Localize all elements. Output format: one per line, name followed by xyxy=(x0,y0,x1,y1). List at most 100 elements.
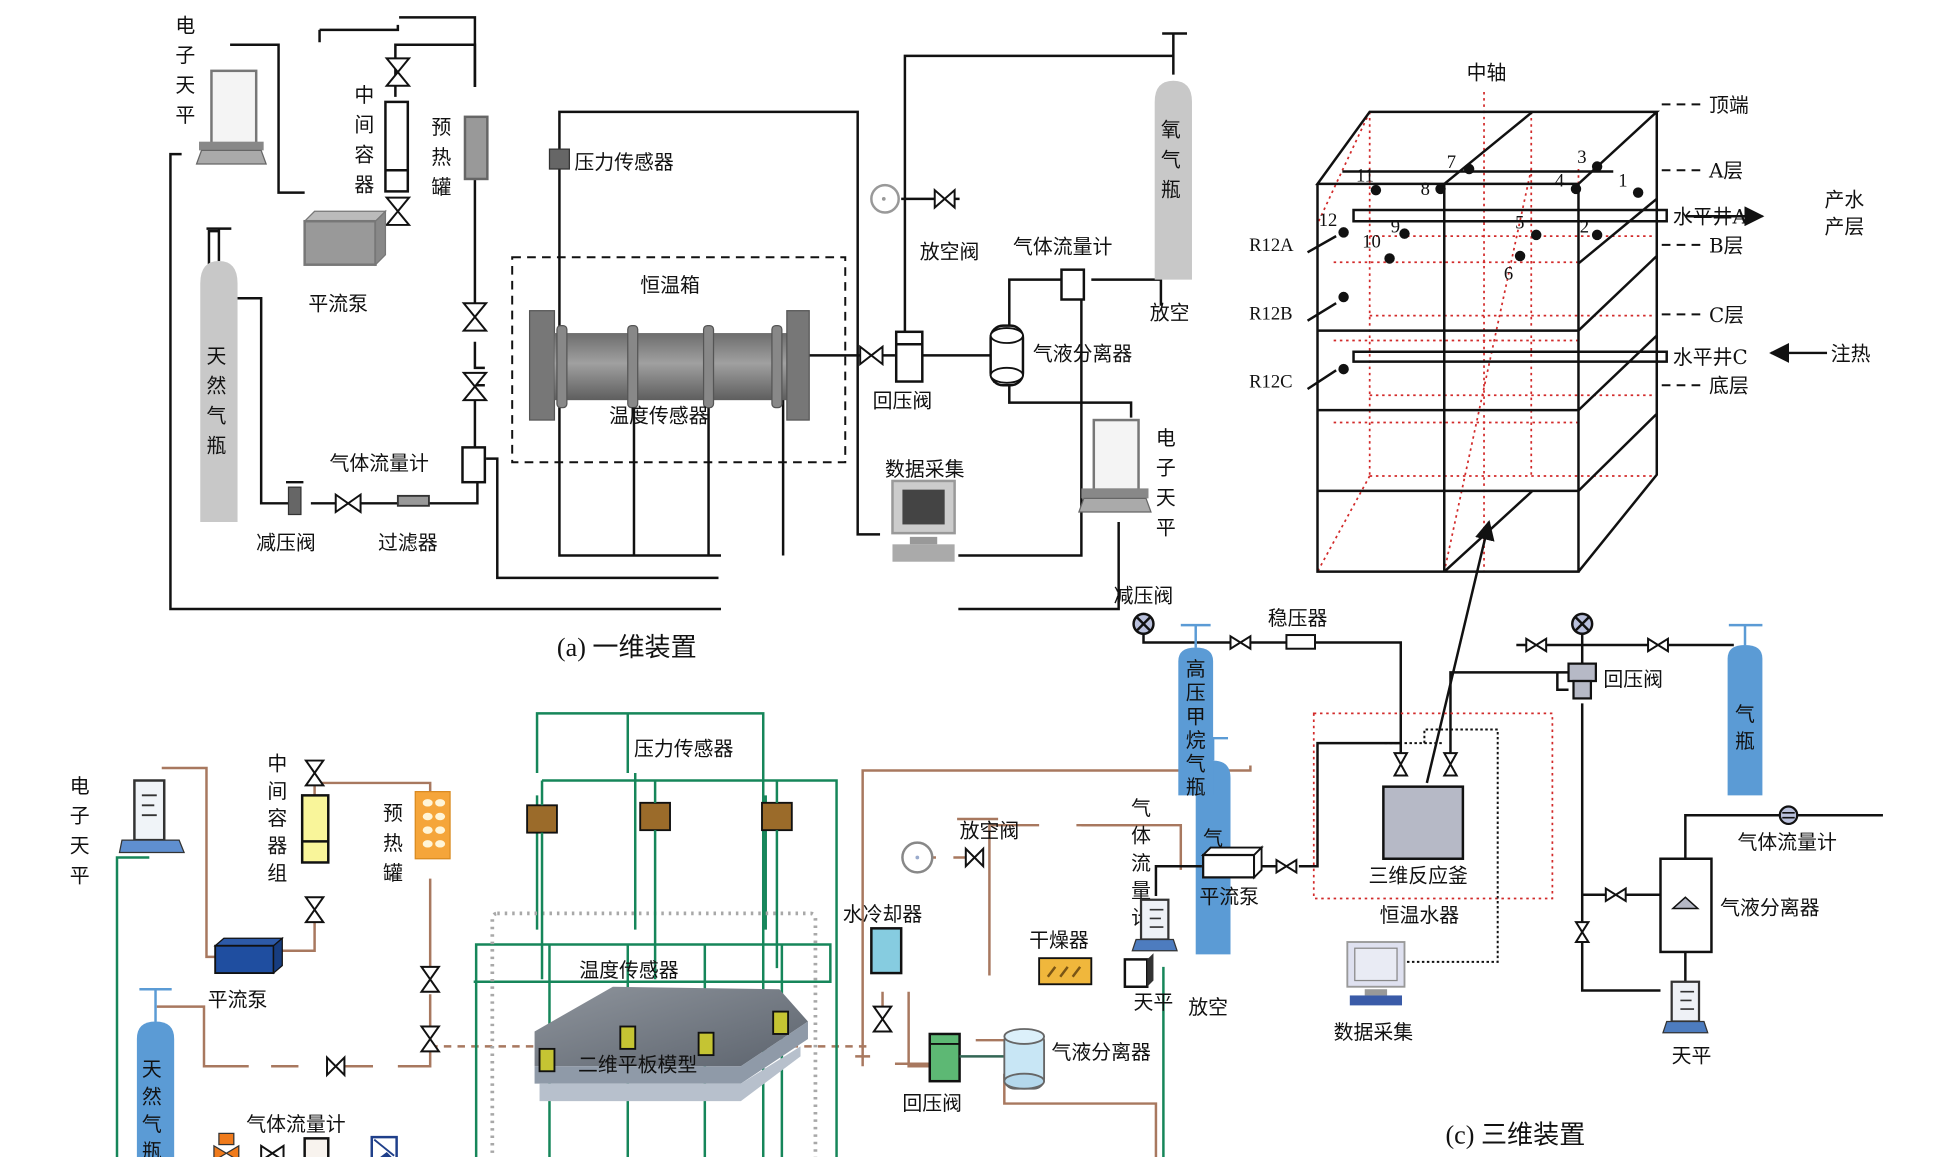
back-pressure-valve-icon xyxy=(1567,662,1597,700)
cube-model xyxy=(1306,91,1828,573)
measurement-point xyxy=(1435,183,1446,195)
gas-flowmeter-icon xyxy=(461,446,487,484)
caption-c: (c) 三维装置 xyxy=(1446,1120,1586,1149)
core-holder-icon xyxy=(528,310,810,421)
label-level-bottom: 底层 xyxy=(1709,375,1749,398)
label-water-cooler: 水冷却器 xyxy=(843,903,923,926)
balance-icon xyxy=(1662,980,1709,1034)
temperature-sensor-icon xyxy=(772,1010,790,1035)
gauge-icon xyxy=(901,841,934,874)
water-bath-boundary xyxy=(1312,712,1554,900)
panel-b-labels: 电子天平 中间容器组 预热罐 平流泵 压力传感器 温度传感器 二维平板模型 电容… xyxy=(70,738,1228,1157)
measurement-point xyxy=(1338,291,1349,303)
label-plate-model: 二维平板模型 xyxy=(578,1053,697,1076)
measurement-point xyxy=(1591,161,1603,172)
label-level-c: C层 xyxy=(1709,304,1744,327)
pump-icon xyxy=(303,209,387,267)
label-pressure-sensor: 压力传感器 xyxy=(574,151,674,174)
label-level-a: A层 xyxy=(1708,160,1743,183)
label-separator: 气液分离器 xyxy=(1033,342,1133,365)
gauge-icon xyxy=(1571,612,1594,636)
label-production: 产水产层 xyxy=(1825,188,1865,238)
balance-icon xyxy=(118,779,186,854)
label-balance-right: 天平 xyxy=(1672,1045,1712,1068)
measurement-point xyxy=(1463,163,1475,175)
gauge-icon xyxy=(870,183,900,214)
label-pressure-sensor: 压力传感器 xyxy=(634,738,734,761)
measurement-point xyxy=(1384,253,1395,264)
computer-icon xyxy=(891,479,956,562)
dryer-icon xyxy=(1038,957,1093,986)
measurement-points xyxy=(1338,161,1644,375)
label-reactor: 三维反应釜 xyxy=(1368,864,1468,887)
label-separator: 气液分离器 xyxy=(1720,897,1820,920)
preheat-tank-icon xyxy=(463,115,489,181)
pressure-sensor-icon xyxy=(639,801,671,832)
point-label: 1 xyxy=(1618,170,1627,191)
label-gas-flowmeter-in: 气体流量计 xyxy=(330,452,430,475)
point-label: 8 xyxy=(1421,179,1430,200)
label-r12a: R12A xyxy=(1249,235,1294,256)
zoom-arrow xyxy=(1425,520,1495,784)
balance-icon xyxy=(1131,898,1178,952)
balance-icon xyxy=(195,69,268,165)
measurement-point xyxy=(1399,228,1410,239)
horizontal-well-c xyxy=(1352,350,1668,363)
label-filter: 过滤器 xyxy=(378,531,438,554)
label-temperature-sensor: 温度传感器 xyxy=(609,405,709,428)
label-level-top: 顶端 xyxy=(1709,94,1749,117)
label-reducing-valve: 减压阀 xyxy=(256,531,316,554)
valve-icon xyxy=(303,759,985,1078)
label-oven: 恒温箱 xyxy=(640,274,700,297)
temperature-sensor-icon xyxy=(538,1047,556,1073)
label-balance-left: 天平 xyxy=(1134,991,1174,1014)
label-separator: 气液分离器 xyxy=(1052,1041,1152,1064)
reducing-valve-icon xyxy=(287,486,302,516)
label-preheat-tank: 预热罐 xyxy=(383,802,403,885)
gas-flowmeter-icon xyxy=(1060,268,1086,301)
label-injection: 注热 xyxy=(1831,342,1871,365)
reducing-valve-icon xyxy=(213,1132,240,1157)
measurement-point xyxy=(1591,229,1603,241)
balance-icon xyxy=(1078,418,1152,513)
measurement-point-labels: 1 2 3 4 5 6 7 8 9 10 11 12 xyxy=(1319,147,1628,285)
label-bottle: 气瓶 xyxy=(1735,703,1755,753)
label-r12c: R12C xyxy=(1249,372,1292,393)
computer-icon xyxy=(1346,941,1406,1006)
label-dryer: 干燥器 xyxy=(1029,929,1089,952)
point-label: 4 xyxy=(1555,170,1565,191)
valve-icon xyxy=(260,1143,285,1157)
point-label: 12 xyxy=(1319,210,1338,231)
label-data-acquisition: 数据采集 xyxy=(1334,1021,1414,1044)
panel-a-one-dimensional: 电子天平 中间容器 预热罐 平流泵 压力传感器 恒温箱 温度传感器 天然气瓶 气… xyxy=(169,14,1192,662)
measurement-point xyxy=(1570,183,1582,195)
label-back-pressure-valve: 回压阀 xyxy=(902,1092,962,1115)
preheat-tank-icon xyxy=(414,791,451,860)
label-r12b: R12B xyxy=(1249,303,1292,324)
label-vent: 放空 xyxy=(1150,301,1190,324)
temperature-sensor-icon xyxy=(619,1025,637,1050)
pressure-sensor-icon xyxy=(526,804,558,834)
valve-icon xyxy=(1229,634,1669,943)
point-label: 2 xyxy=(1580,216,1589,237)
label-gas-bottle: 天然气瓶 xyxy=(206,345,226,457)
point-label: 9 xyxy=(1391,216,1400,237)
gas-flowmeter-icon xyxy=(303,1137,330,1157)
label-back-pressure-valve: 回压阀 xyxy=(1603,668,1663,691)
filter-icon xyxy=(396,494,430,507)
label-level-b: B层 xyxy=(1709,234,1743,257)
label-central-axis: 中轴 xyxy=(1467,62,1507,85)
separator-icon xyxy=(1659,857,1713,954)
panel-a-labels: 电子天平 中间容器 预热罐 平流泵 压力传感器 恒温箱 温度传感器 天然气瓶 气… xyxy=(175,14,1189,662)
panel-b-two-dimensional: 电子天平 中间容器组 预热罐 平流泵 压力传感器 温度传感器 二维平板模型 电容… xyxy=(70,712,1252,1157)
point-label: 10 xyxy=(1362,231,1381,252)
methane-bottle-icon xyxy=(1178,623,1214,796)
reducing-valve-icon xyxy=(1132,612,1155,636)
label-well-c: 水平井C xyxy=(1673,346,1748,369)
label-preheat-tank: 预热罐 xyxy=(431,116,451,199)
label-methane-bottle: 高压甲烷气瓶 xyxy=(1186,658,1206,799)
back-pressure-valve-icon xyxy=(894,330,924,383)
oven-boundary xyxy=(511,256,847,464)
label-intermediate-container: 中间容器 xyxy=(354,84,374,196)
